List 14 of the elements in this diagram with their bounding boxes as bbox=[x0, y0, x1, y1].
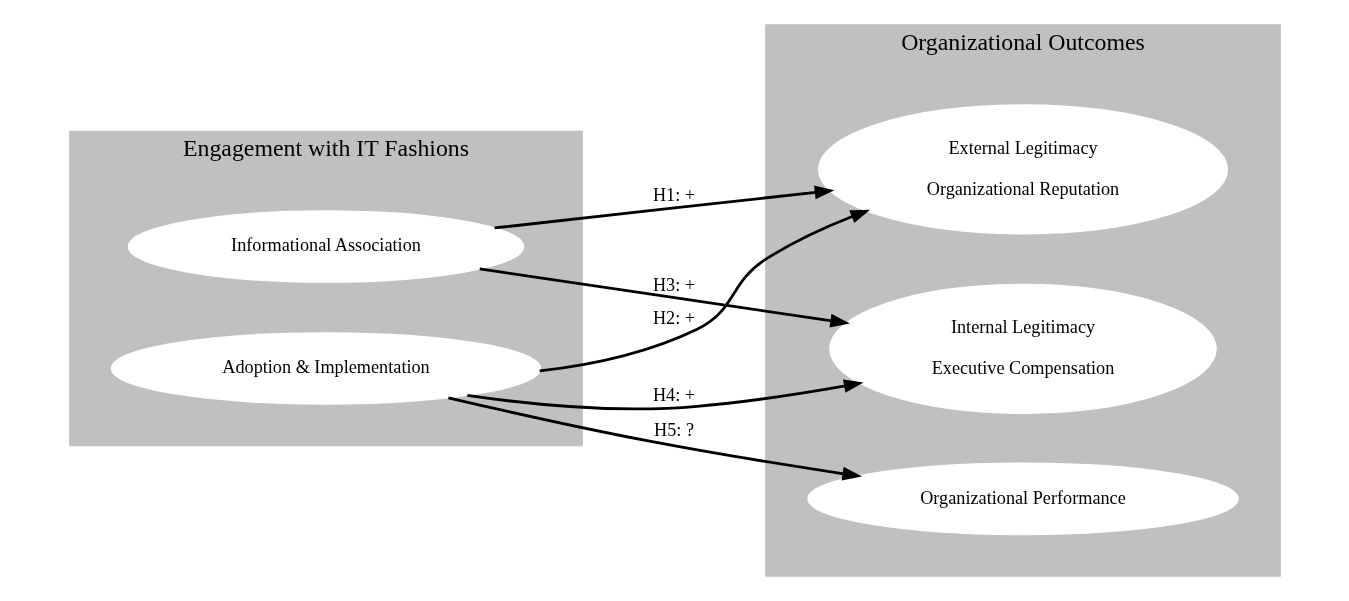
arrow bbox=[479, 267, 850, 328]
edge-label: H2: + bbox=[652, 308, 695, 329]
arrow bbox=[539, 209, 870, 373]
arrow bbox=[493, 185, 834, 230]
node-ellipse: Informational Association bbox=[127, 210, 524, 283]
node-ellipse: Organizational Performance bbox=[806, 462, 1239, 536]
edge-label: H3: + bbox=[652, 274, 695, 295]
node-ellipse: Adoption & Implementation bbox=[110, 332, 541, 405]
arrow bbox=[447, 396, 862, 481]
node-ellipse: External Legitimacy Organizational Reputation bbox=[817, 104, 1228, 235]
edge-label: H1: + bbox=[652, 184, 695, 205]
edge-label: H4: + bbox=[652, 385, 695, 406]
arrow bbox=[466, 379, 864, 411]
edge-label: H5: ? bbox=[653, 420, 694, 441]
